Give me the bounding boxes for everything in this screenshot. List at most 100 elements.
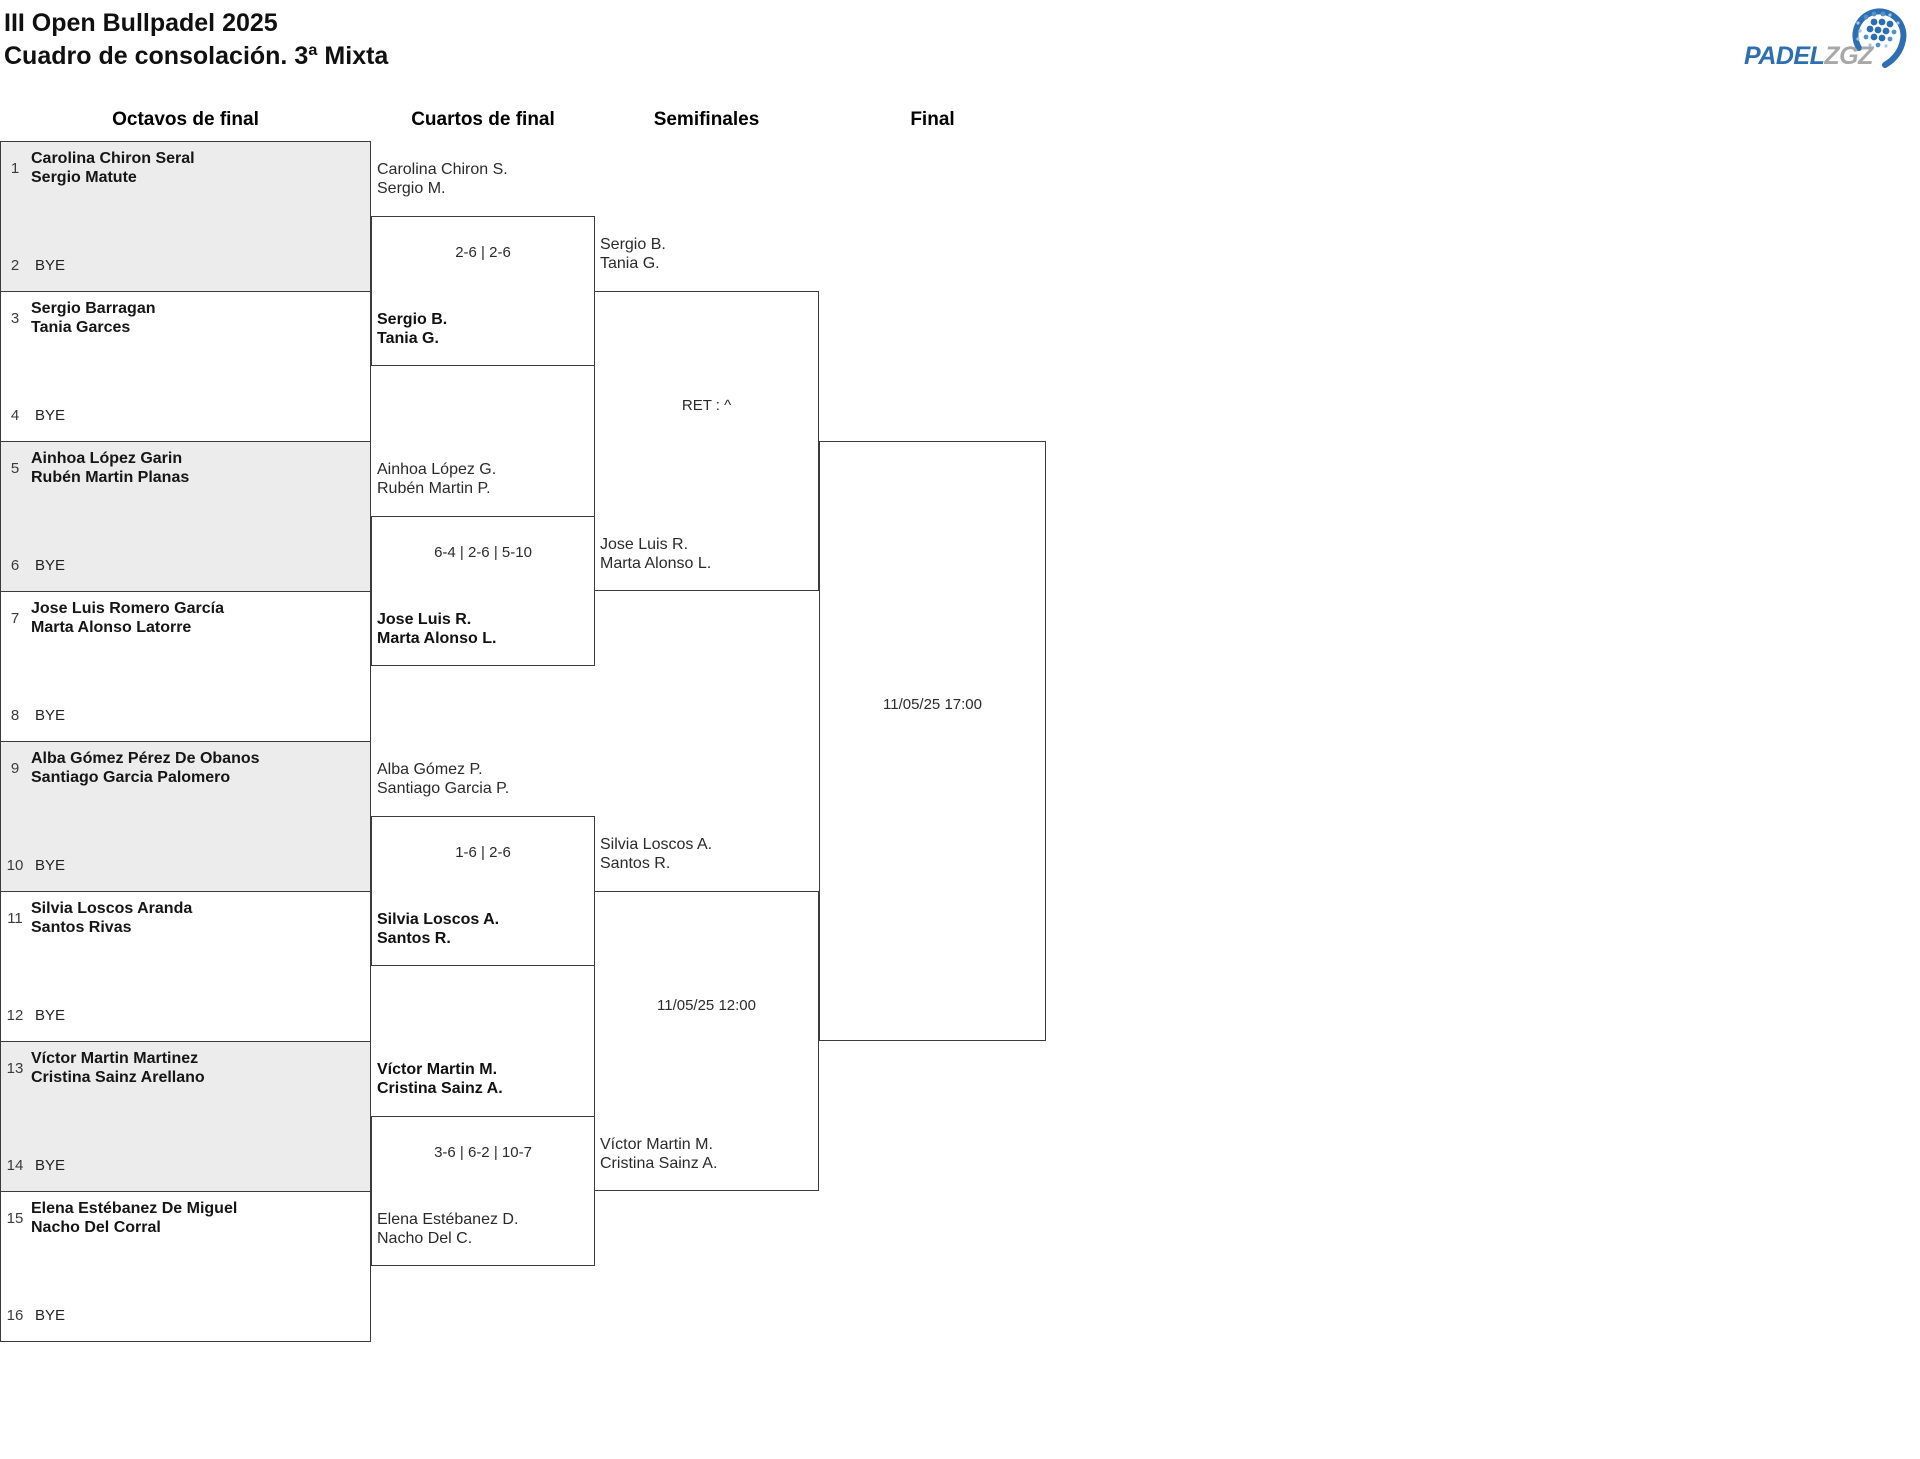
seed-number: 2: [10, 257, 20, 274]
bye-label: BYE: [35, 1157, 66, 1174]
team-line: Santos R.: [600, 855, 671, 872]
sf2-top-team: Silvia Loscos A. Santos R.: [600, 835, 712, 873]
seed-number: 15: [6, 1209, 24, 1227]
team-line: Sergio M.: [377, 180, 446, 197]
team-line: Víctor Martin M.: [377, 1061, 498, 1078]
team-line: Alba Gómez P.: [377, 761, 483, 778]
seed-number: 12: [6, 1007, 24, 1024]
sf2-bottom-team: Víctor Martin M. Cristina Sainz A.: [600, 1135, 717, 1173]
qf4-bottom-team: Elena Estébanez D. Nacho Del C.: [377, 1210, 518, 1248]
logo-word-zgz: ZGZ: [1823, 42, 1875, 70]
svg-text:PADELZGZ: PADELZGZ: [1744, 42, 1875, 70]
bye-label: BYE: [35, 857, 66, 874]
team-line: Víctor Martin M.: [600, 1136, 713, 1153]
team-line: Marta Alonso L.: [600, 555, 712, 572]
team-line: Cristina Sainz A.: [600, 1155, 718, 1172]
seed-number: 16: [6, 1307, 24, 1324]
seed-number: 5: [10, 459, 20, 477]
team-line: Santiago Garcia P.: [377, 780, 510, 797]
bye-label: BYE: [35, 1307, 66, 1324]
team-line: Tania G.: [600, 255, 660, 272]
qf1-bottom-team: Sergio B. Tania G.: [377, 310, 447, 348]
team-line: Silvia Loscos A.: [377, 911, 500, 928]
seed-number: 11: [7, 909, 23, 927]
player2-name: Nacho Del Corral: [31, 1219, 161, 1236]
seed-number: 3: [10, 309, 20, 327]
team-line: Marta Alonso L.: [377, 630, 497, 647]
bye-label: BYE: [35, 557, 66, 574]
seed-number: 1: [10, 159, 20, 177]
final-schedule: 11/05/25 17:00: [883, 696, 982, 713]
r16-bye-entry: 12 BYE: [1, 1007, 370, 1024]
bye-label: BYE: [35, 257, 66, 274]
round-header-semifinales: Semifinales: [653, 109, 760, 130]
team-line: Sergio B.: [600, 236, 666, 253]
team-line: Elena Estébanez D.: [377, 1211, 519, 1228]
team-line: Silvia Loscos A.: [600, 836, 713, 853]
team-line: Jose Luis R.: [377, 611, 472, 628]
player2-name: Santiago Garcia Palomero: [31, 769, 231, 786]
sf1-top-team: Sergio B. Tania G.: [600, 235, 666, 273]
logo-word-padel: PADEL: [1744, 42, 1824, 70]
qf2-bottom-team: Jose Luis R. Marta Alonso L.: [377, 610, 496, 648]
player1-name: Alba Gómez Pérez De Obanos: [31, 750, 260, 767]
team-line: Carolina Chiron S.: [377, 161, 508, 178]
team-line: Ainhoa López G.: [377, 461, 497, 478]
seed-number: 13: [6, 1059, 24, 1077]
team-line: Rubén Martin P.: [377, 480, 491, 497]
sf2-schedule: 11/05/25 12:00: [657, 997, 756, 1014]
seed-number: 9: [10, 759, 20, 777]
seed-number: 8: [10, 707, 20, 724]
team-line: Tania G.: [377, 330, 439, 347]
r16-bye-entry: 16 BYE: [1, 1307, 370, 1324]
team-line: Santos R.: [377, 930, 451, 947]
seed-number: 4: [10, 407, 20, 424]
qf1-top-team: Carolina Chiron S. Sergio M.: [377, 160, 508, 198]
qf4-box: [371, 1116, 595, 1266]
final-box: [819, 441, 1046, 1041]
player1-name: Jose Luis Romero García: [31, 600, 224, 617]
bye-label: BYE: [35, 407, 66, 424]
r16-bye-entry: 8 BYE: [1, 707, 370, 724]
r16-bye-entry: 14 BYE: [1, 1157, 370, 1174]
player2-name: Sergio Matute: [31, 169, 137, 186]
sf1-bottom-team: Jose Luis R. Marta Alonso L.: [600, 535, 711, 573]
qf3-top-team: Alba Gómez P. Santiago Garcia P.: [377, 760, 509, 798]
padelzgz-logo: PADELZGZ: [1742, 2, 1920, 72]
qf2-top-team: Ainhoa López G. Rubén Martin P.: [377, 460, 496, 498]
player2-name: Santos Rivas: [31, 919, 132, 936]
r16-bye-entry: 4 BYE: [1, 407, 370, 424]
player1-name: Sergio Barragan: [31, 300, 156, 317]
sf2-box: [594, 891, 819, 1191]
seed-number: 7: [10, 609, 20, 627]
r16-bye-entry: 10 BYE: [1, 857, 370, 874]
sf1-result: RET : ^: [681, 397, 732, 414]
r16-bye-entry: 2 BYE: [1, 257, 370, 274]
qf3-bottom-team: Silvia Loscos A. Santos R.: [377, 910, 499, 948]
r16-bye-entry: 6 BYE: [1, 557, 370, 574]
sf1-box: [594, 291, 819, 591]
qf3-score: 1-6 | 2-6: [455, 844, 511, 861]
bye-label: BYE: [35, 1007, 66, 1024]
seed-number: 14: [6, 1157, 24, 1174]
padel-racket-logo-icon: PADELZGZ: [1744, 8, 1907, 70]
player2-name: Tania Garces: [31, 319, 131, 336]
seed-number: 6: [10, 557, 20, 574]
player1-name: Víctor Martin Martinez: [31, 1050, 199, 1067]
team-line: Sergio B.: [377, 311, 448, 328]
qf4-score: 3-6 | 6-2 | 10-7: [434, 1144, 532, 1161]
player1-name: Silvia Loscos Aranda: [31, 900, 193, 917]
round-header-octavos: Octavos de final: [112, 109, 259, 130]
qf2-box: [371, 516, 595, 666]
